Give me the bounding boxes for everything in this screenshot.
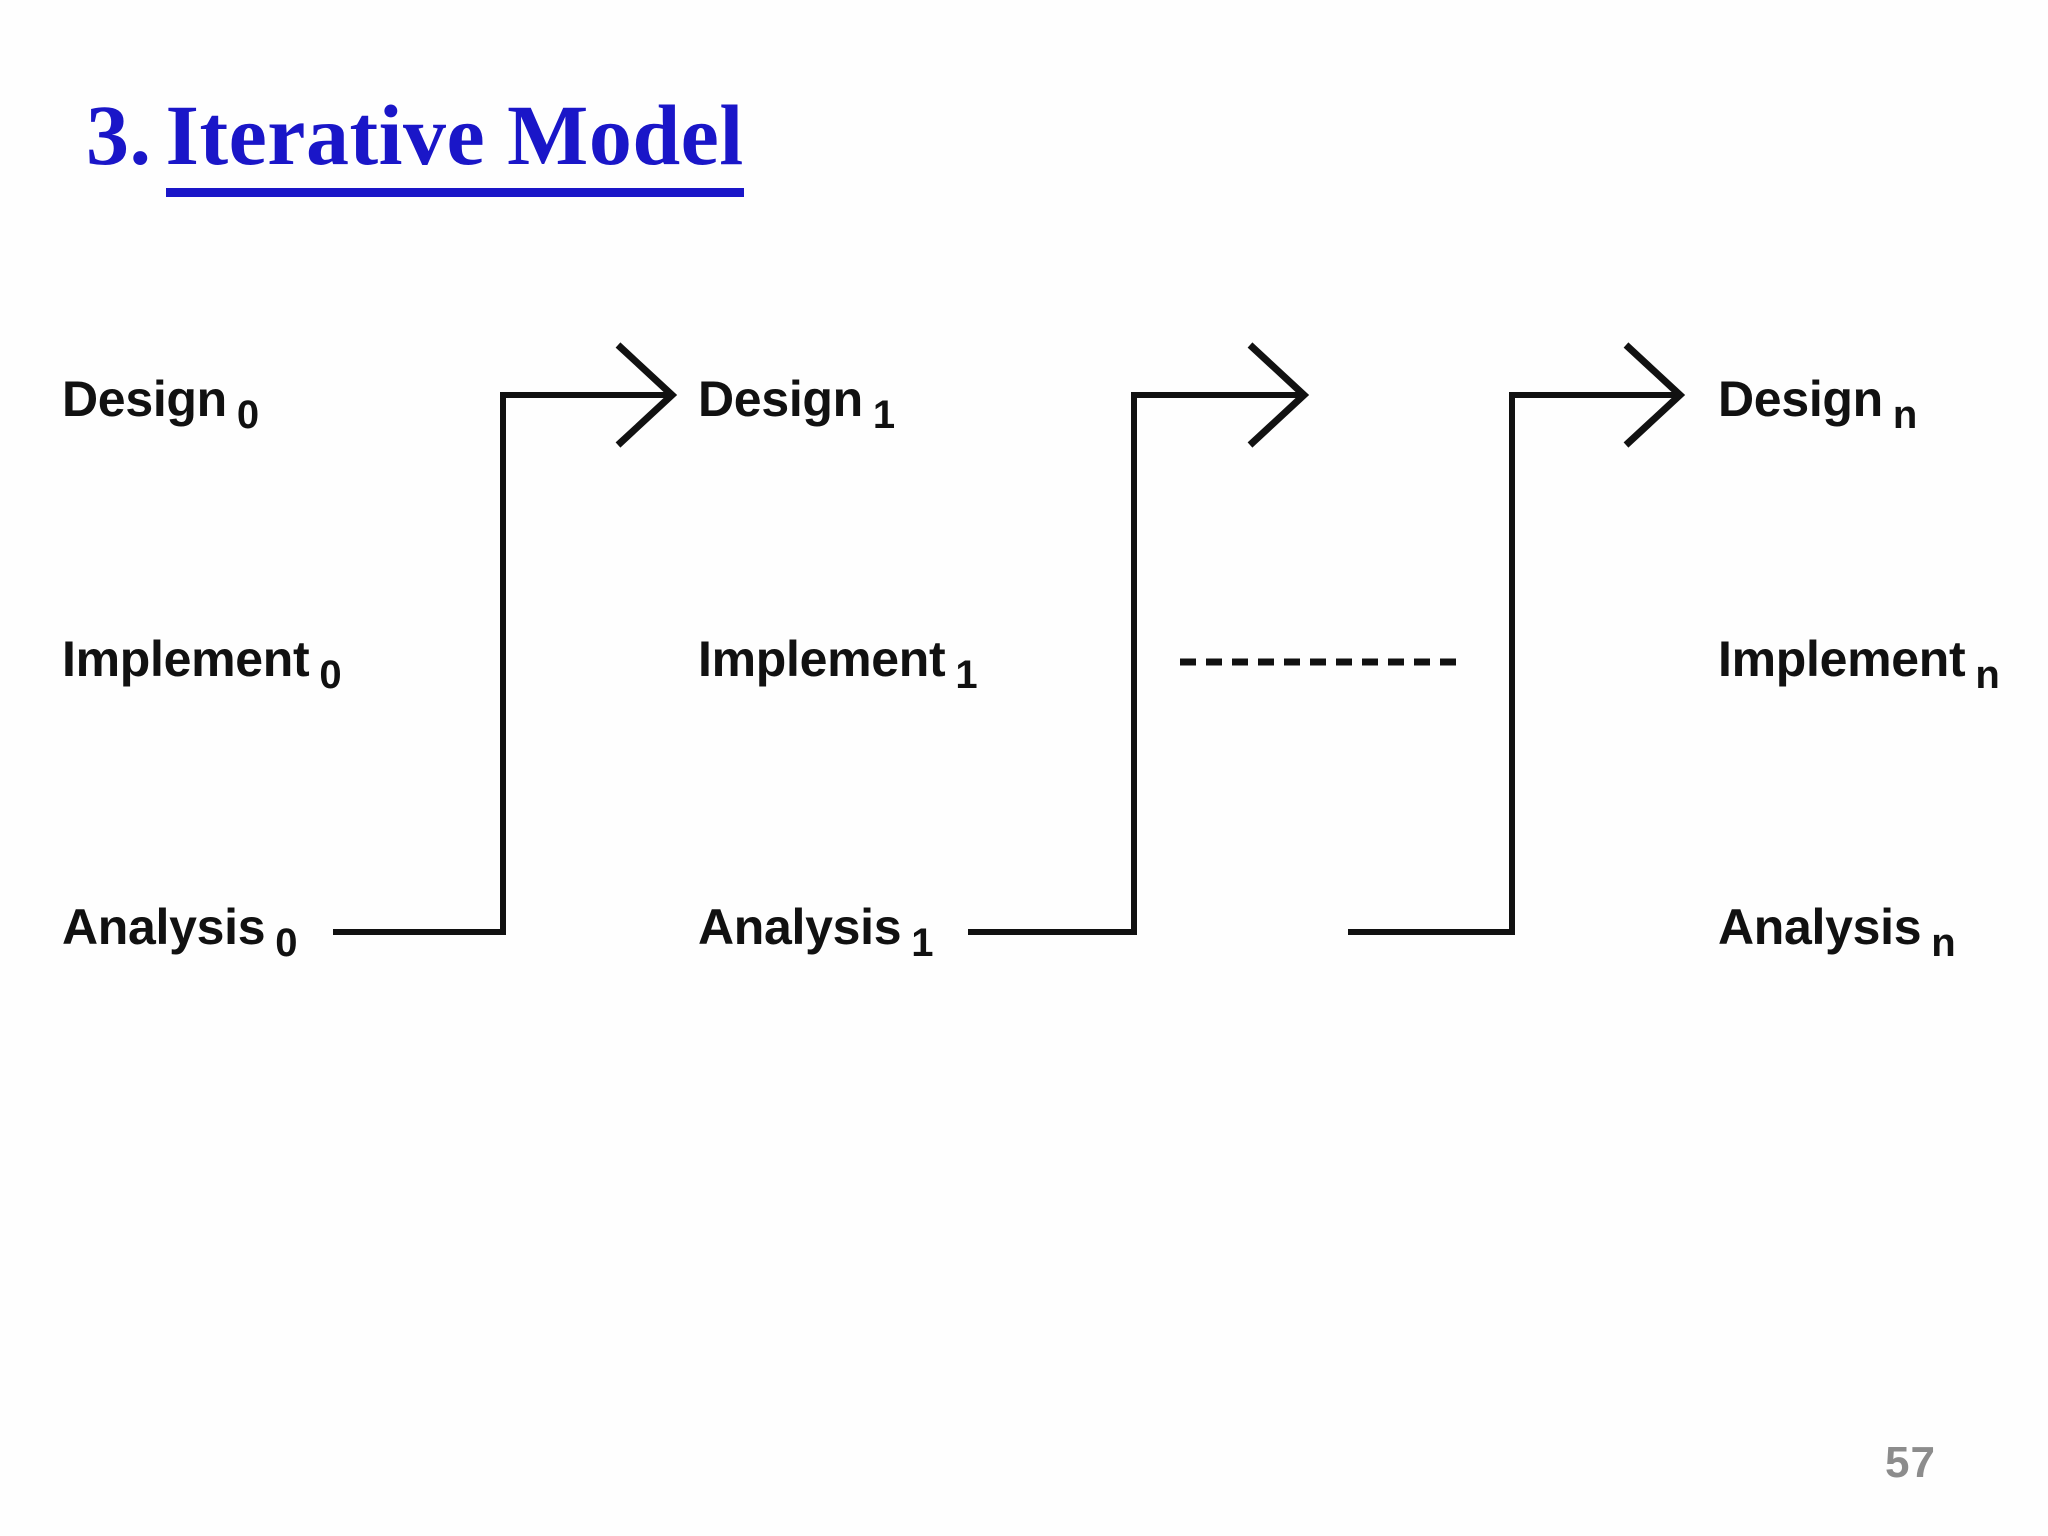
node-analysis-1-text: Analysis: [698, 899, 902, 955]
node-implement-0-text: Implement: [62, 631, 310, 687]
node-analysis-0-subscript: 0: [275, 921, 298, 965]
node-implement-n-subscript: n: [1975, 653, 2000, 697]
node-implement-0-subscript: 0: [319, 653, 342, 697]
node-design-0-text: Design: [62, 371, 227, 427]
node-design-n-text: Design: [1718, 371, 1883, 427]
page-number: 57: [1885, 1438, 1936, 1487]
node-analysis-0-text: Analysis: [62, 899, 266, 955]
title-text: Iterative Model: [165, 92, 744, 197]
node-implement-n-text: Implement: [1718, 631, 1966, 687]
node-design-1-subscript: 1: [872, 393, 895, 437]
node-analysis-n-subscript: n: [1931, 921, 1956, 965]
title-number: 3.: [86, 87, 152, 183]
node-analysis-1-subscript: 1: [911, 921, 934, 965]
node-implement-1-text: Implement: [698, 631, 946, 687]
node-implement-1-subscript: 1: [955, 653, 978, 697]
connector-lines: [333, 342, 1686, 935]
connector-analysis1-to-next-design: [968, 342, 1310, 935]
page-title: 3.Iterative Model: [86, 92, 744, 197]
node-design-0-subscript: 0: [236, 393, 259, 437]
connector-analysis0-to-design1: [333, 342, 678, 935]
node-design-1-text: Design: [698, 371, 863, 427]
connector-prev-to-design-n: [1348, 342, 1686, 935]
node-design-n-subscript: n: [1892, 393, 1918, 437]
node-analysis-n-text: Analysis: [1718, 899, 1922, 955]
